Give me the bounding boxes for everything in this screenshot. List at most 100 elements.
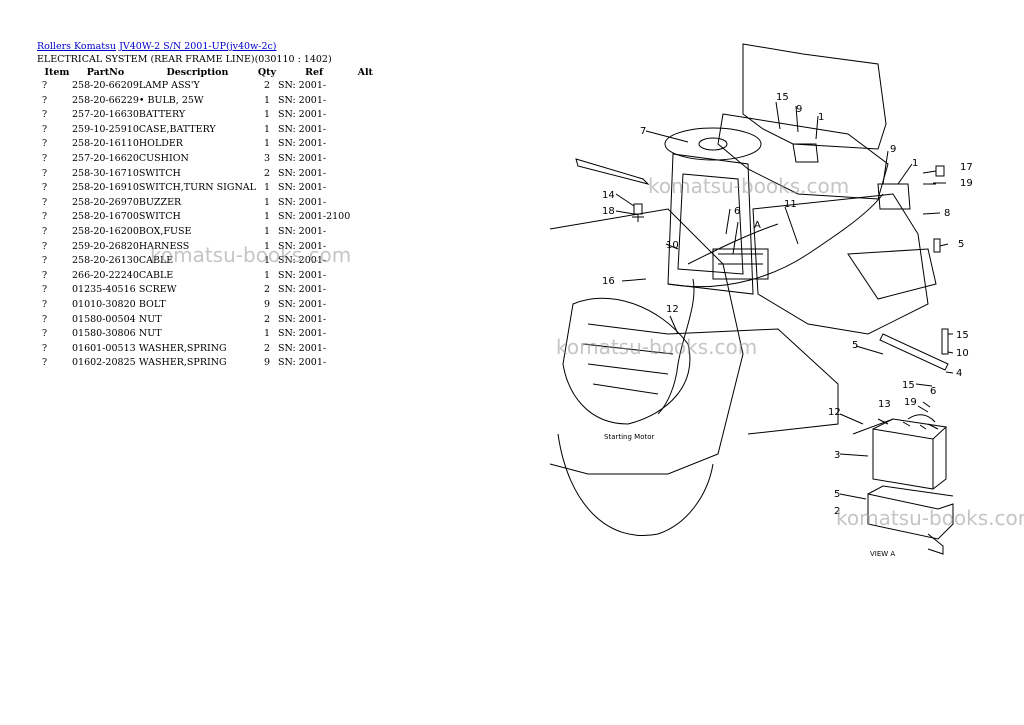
cell-qty: 1: [263, 225, 270, 237]
diagram-seat-back: [742, 43, 887, 150]
cell-ref: SN: 2001-: [277, 357, 327, 369]
diagram-harness: [667, 193, 884, 288]
cell-description: CUSHION: [138, 152, 189, 164]
cell-alt: [350, 327, 380, 342]
cell-qty: 9: [263, 357, 270, 369]
diagram-callouts: 15 9 1 7 9 1 17 19 14 18 6 A 11 8 10 5 1…: [602, 92, 973, 558]
cell-partno: 01235-40516: [72, 284, 136, 296]
callout-2: 2: [834, 506, 840, 517]
diagram-tire: [557, 433, 714, 536]
cell-ref: SN: 2001-: [277, 284, 327, 296]
cell-description: BOLT: [138, 298, 166, 310]
cell-partno: 259-20-26820: [72, 240, 139, 252]
callout-19-lower: 19: [904, 397, 917, 408]
cell-description: HARNESS: [138, 240, 190, 252]
cell-alt: [350, 108, 380, 123]
cell-item: ?: [42, 109, 48, 121]
cell-description: BOX,FUSE: [138, 225, 192, 237]
diagram-battery-cable: [852, 418, 894, 435]
callout-5-lower: 5: [834, 489, 840, 500]
cell-alt: [350, 254, 380, 269]
diagram-console: [667, 153, 754, 295]
cell-ref: SN: 2001-: [277, 152, 327, 164]
cell-item: ?: [42, 255, 48, 267]
cell-ref: SN: 2001-: [277, 240, 327, 252]
cell-alt: [350, 123, 380, 138]
callout-3: 3: [834, 450, 840, 461]
cell-partno: 01580-00504: [72, 313, 136, 325]
callout-7: 7: [640, 126, 646, 137]
section-title: ELECTRICAL SYSTEM (REAR FRAME LINE)(0301…: [37, 54, 332, 65]
cell-qty: 1: [263, 328, 270, 340]
cell-item: ?: [42, 225, 48, 237]
cell-item: ?: [42, 211, 48, 223]
cell-ref: SN: 2001-: [277, 80, 327, 91]
cell-qty: 3: [263, 152, 270, 164]
callout-17: 17: [960, 162, 973, 173]
callout-18: 18: [602, 206, 615, 217]
cell-qty: 1: [263, 182, 270, 194]
cell-alt: [350, 210, 380, 225]
cell-qty: 1: [263, 240, 270, 252]
diagram-fuse-box: [712, 248, 769, 280]
callout-1-top: 1: [818, 112, 824, 123]
cell-ref: SN: 2001-: [277, 123, 327, 135]
diagram-steering-wheel: [664, 127, 762, 161]
callout-12-mid: 12: [666, 304, 679, 315]
diagram-engine: [562, 297, 691, 425]
cell-qty: 1: [263, 269, 270, 281]
header-qty: Qty: [257, 67, 277, 78]
cell-ref: SN: 2001-: [277, 313, 327, 325]
callout-15-top: 15: [776, 92, 789, 103]
cell-item: ?: [42, 123, 48, 135]
cell-alt: [350, 269, 380, 284]
cell-alt: [350, 167, 380, 182]
cell-partno: 01580-30806: [72, 328, 136, 340]
exploded-parts-diagram: 15 9 1 7 9 1 17 19 14 18 6 A 11 8 10 5 1…: [548, 34, 1024, 574]
cell-partno: 01010-30820: [72, 298, 136, 310]
cell-item: ?: [42, 196, 48, 208]
cell-description: BUZZER: [138, 196, 182, 208]
cell-description: SWITCH: [138, 167, 181, 179]
callout-10: 10: [666, 240, 679, 251]
starting-motor-label: Starting Motor: [604, 433, 654, 441]
cell-partno: 258-20-26130: [72, 255, 139, 267]
callout-14: 14: [602, 190, 615, 201]
cell-alt: [350, 356, 380, 371]
callout-4: 4: [956, 368, 962, 379]
cell-qty: 2: [263, 342, 270, 354]
cell-description: WASHER,SPRING: [138, 357, 227, 369]
cell-description: NUT: [138, 328, 162, 340]
cell-item: ?: [42, 342, 48, 354]
cell-description: LAMP ASS'Y: [138, 80, 200, 91]
diagram-lever: [575, 158, 650, 185]
cell-item: ?: [42, 298, 48, 310]
diagram-lamp-left: [792, 143, 819, 163]
callout-15-lower: 15: [902, 380, 915, 391]
cell-alt: [350, 225, 380, 240]
breadcrumb-link-model[interactable]: JV40W-2 S/N 2001-UP(jv40w-2c): [119, 41, 277, 52]
diagram-svg: [549, 43, 954, 555]
cell-partno: 266-20-22240: [72, 269, 139, 281]
cell-qty: 1: [263, 123, 270, 135]
cell-item: ?: [42, 94, 48, 106]
cell-alt: [350, 196, 380, 211]
cell-partno: 01601-00513: [72, 342, 136, 354]
callout-9-right: 9: [890, 144, 896, 155]
cell-alt: [350, 152, 380, 167]
cell-partno: 258-20-26970: [72, 196, 139, 208]
breadcrumb-link-rollers-komatsu[interactable]: Rollers Komatsu: [37, 41, 117, 52]
cell-qty: 1: [263, 138, 270, 150]
